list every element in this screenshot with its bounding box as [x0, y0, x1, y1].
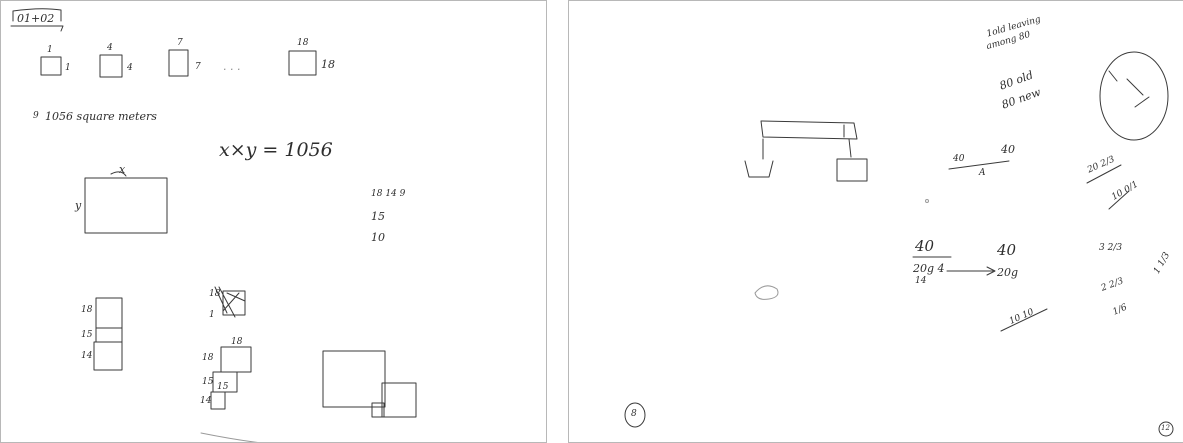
sequence-square-18: [289, 51, 316, 75]
sequence-label-side-4: 4: [127, 64, 133, 73]
sequence-label-side-18: 18: [321, 59, 335, 70]
scribble-label-18: 18: [209, 290, 220, 299]
stack-box-18: [96, 298, 122, 328]
area-equation: x×y = 1056: [219, 141, 333, 160]
scribble-label-1: 1: [209, 311, 215, 320]
fraction-denominator: A: [979, 169, 986, 178]
balance-pan-right: [837, 159, 867, 181]
page-number: 12: [1161, 425, 1170, 432]
sequence-square-1: [41, 57, 61, 75]
stack-box-15: [96, 328, 122, 342]
fraction-numerator-a: 40: [953, 155, 964, 164]
left-page-sketches: [1, 1, 546, 442]
sequence-ellipsis: . . .: [223, 61, 240, 72]
fraction-numerator-b: 40: [1001, 144, 1015, 155]
stair-box-14: [211, 392, 225, 409]
balance-beam: [761, 121, 857, 139]
factor-note-1: 18 14 9: [371, 190, 405, 199]
rect-label-y: y: [75, 200, 81, 211]
area-rectangle: [85, 178, 167, 233]
right-page-sketches: [569, 1, 1183, 442]
combined-rect-medium: [382, 383, 416, 417]
problem-bullet: 9: [33, 112, 39, 121]
stair-label-side-18: 18: [202, 354, 213, 363]
rect-label-x: x: [119, 164, 125, 175]
page-edge-curve: [201, 433, 271, 442]
factor-note-2: 15: [371, 211, 385, 222]
large-circle: [1100, 52, 1168, 140]
circle-marks: [1109, 71, 1149, 107]
right-notebook-page: 1old leaving among 80 80 old 80 new 40 4…: [568, 0, 1183, 443]
sequence-label-top-7: 7: [177, 39, 183, 48]
stair-label-inner-15: 15: [217, 383, 228, 392]
stray-dot: [926, 200, 929, 203]
header-label: 01+02: [17, 13, 54, 24]
sequence-label-top-18: 18: [297, 39, 308, 48]
combined-rect-large: [323, 351, 385, 407]
stack-label-15: 15: [81, 331, 92, 340]
left-notebook-page: 01+02 1 1 4 4 7 7 . . . 18 18 9 1056 squ…: [0, 0, 547, 443]
ghost-doodle: [755, 286, 778, 300]
balance-pan-left: [745, 161, 773, 177]
stair-label-side-15: 15: [202, 378, 213, 387]
stack-label-14: 14: [81, 352, 92, 361]
exchange-left-under: 14: [915, 277, 926, 286]
factor-note-3: 10: [371, 232, 385, 243]
exchange-arrow: [947, 267, 995, 275]
stack-box-14: [94, 342, 122, 370]
exchange-left-bottom: 20g 4: [913, 263, 945, 274]
exchange-right-top: 40: [997, 243, 1016, 258]
exchange-left-top: 40: [915, 239, 934, 254]
fraction-right-3: 3 2/3: [1099, 244, 1122, 253]
stair-label-top-18: 18: [231, 338, 242, 347]
stack-label-18: 18: [81, 306, 92, 315]
sequence-label-side-7: 7: [195, 63, 201, 72]
exchange-right-bottom: 20g: [997, 267, 1018, 278]
sequence-label-side-1: 1: [65, 64, 71, 73]
sequence-square-7: [169, 50, 188, 76]
balance-strings: [763, 139, 851, 159]
problem-statement: 1056 square meters: [45, 111, 157, 122]
stair-box-18: [221, 347, 251, 372]
sequence-square-4: [100, 55, 122, 77]
sequence-label-top-4: 4: [107, 44, 113, 53]
left-corner-number: 8: [631, 410, 637, 419]
sequence-label-top-1: 1: [47, 46, 53, 55]
stair-label-side-14: 14: [200, 397, 211, 406]
